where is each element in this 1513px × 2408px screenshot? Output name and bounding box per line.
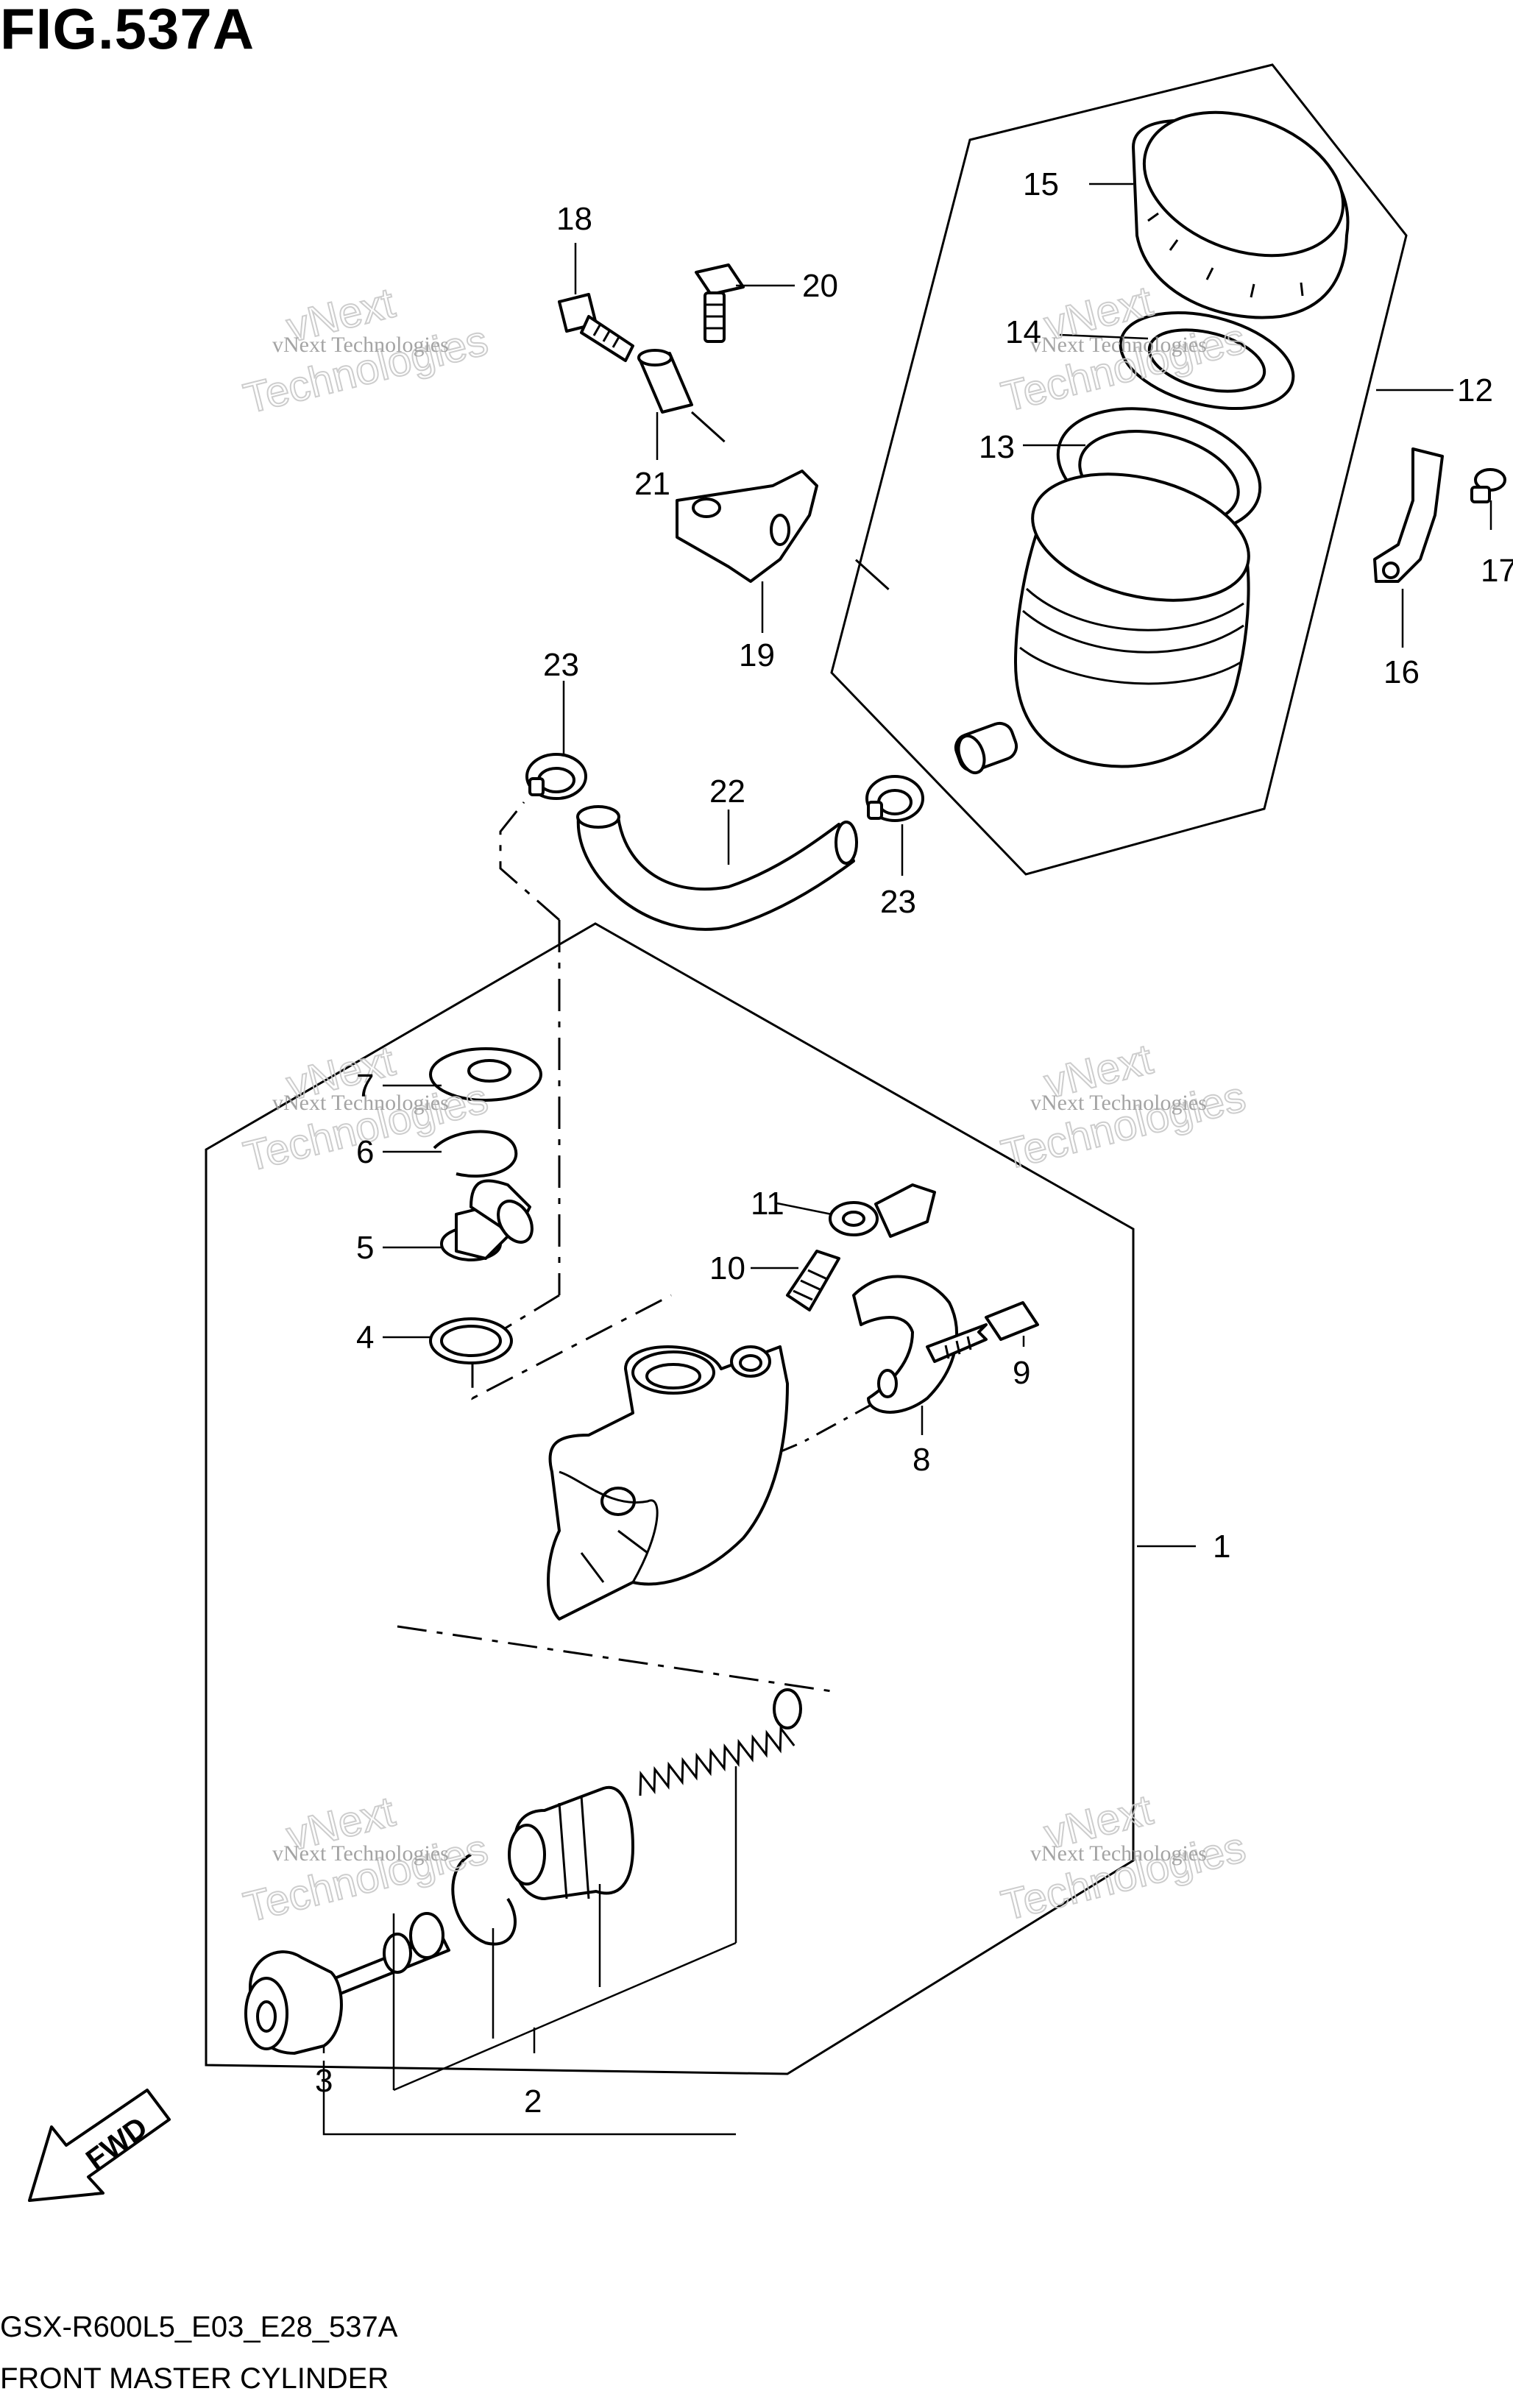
callout-4[interactable]: 4 <box>356 1320 374 1356</box>
dust-boot <box>244 1950 343 2055</box>
clamp-screw <box>1470 468 1506 503</box>
reservoir-cap <box>1132 110 1350 319</box>
bracket-bolt-18 <box>558 293 634 362</box>
bracket-bolt-20 <box>695 263 745 343</box>
watermark-text-3: vNext Technologies <box>272 1091 449 1115</box>
collar <box>637 349 693 414</box>
master-cylinder-body <box>547 1345 789 1621</box>
callout-22[interactable]: 22 <box>709 773 745 810</box>
banjo-fitting <box>829 1183 936 1238</box>
callout-3[interactable]: 3 <box>315 2063 333 2099</box>
callout-10[interactable]: 10 <box>709 1250 745 1286</box>
reservoir-body <box>954 472 1250 775</box>
callout-18[interactable]: 18 <box>556 201 592 237</box>
leader-lines <box>322 183 1492 2136</box>
callout-20[interactable]: 20 <box>802 268 838 304</box>
hose-clamp-upper <box>525 753 587 800</box>
primary-piston <box>508 1785 634 1900</box>
cylinder-cap <box>429 1047 542 1102</box>
diaphragm-plate <box>1119 311 1295 411</box>
callout-21[interactable]: 21 <box>634 466 670 502</box>
callout-5[interactable]: 5 <box>356 1230 374 1266</box>
cylinder-group-frame <box>205 922 1135 2075</box>
watermark-text-1: vNext Technologies <box>272 333 449 357</box>
figure-name: FRONT MASTER CYLINDER <box>0 2362 389 2395</box>
hose-clamp-lower <box>865 775 924 822</box>
circlip-6 <box>433 1130 518 1178</box>
callout-8[interactable]: 8 <box>913 1442 930 1478</box>
reservoir-clamp-bracket <box>1373 447 1444 583</box>
piston-center-line <box>397 1625 832 1693</box>
hose-connector <box>440 1179 534 1261</box>
watermark-text-6: vNext Technologies <box>1030 1841 1207 1866</box>
callout-17[interactable]: 17 <box>1481 553 1513 589</box>
callout-23-upper[interactable]: 23 <box>543 647 579 683</box>
reservoir-bracket <box>676 470 818 583</box>
callout-7[interactable]: 7 <box>356 1068 374 1104</box>
callout-6[interactable]: 6 <box>356 1134 374 1170</box>
fwd-arrow: FWD <box>28 2089 171 2202</box>
callout-labels: 15 14 13 12 17 16 18 20 21 19 23 22 23 7… <box>315 166 1513 2120</box>
circlip-2 <box>451 1853 517 1946</box>
callout-15[interactable]: 15 <box>1023 166 1059 202</box>
callout-19[interactable]: 19 <box>739 637 775 673</box>
clamp-bolt <box>926 1301 1039 1363</box>
o-ring <box>429 1317 513 1364</box>
callout-13[interactable]: 13 <box>979 429 1015 465</box>
model-code: GSX-R600L5_E03_E28_537A <box>0 2311 398 2343</box>
callout-2[interactable]: 2 <box>524 2083 542 2120</box>
handlebar-clamp <box>852 1275 958 1414</box>
watermark-text-2: vNext Technologies <box>1030 333 1207 357</box>
watermark-text-4: vNext Technologies <box>1030 1091 1207 1115</box>
callout-14[interactable]: 14 <box>1005 314 1041 350</box>
cap-center-line <box>471 1294 672 1400</box>
clamp-center-line <box>735 1397 884 1472</box>
callout-23-lower[interactable]: 23 <box>880 884 916 920</box>
callout-12[interactable]: 12 <box>1457 372 1493 408</box>
callout-9[interactable]: 9 <box>1013 1355 1030 1391</box>
watermark-text-5: vNext Technologies <box>272 1841 449 1866</box>
reservoir-hose <box>576 805 858 931</box>
bleeder-valve <box>786 1250 840 1311</box>
push-rod <box>330 1912 450 1996</box>
callout-11[interactable]: 11 <box>751 1186 784 1222</box>
spring <box>639 1688 802 1796</box>
figure-title: FIG.537A <box>0 0 255 61</box>
callout-16[interactable]: 16 <box>1383 654 1420 690</box>
callout-1[interactable]: 1 <box>1213 1529 1230 1565</box>
reservoir-group-frame <box>830 63 1408 876</box>
hose-guide-line <box>499 801 560 921</box>
